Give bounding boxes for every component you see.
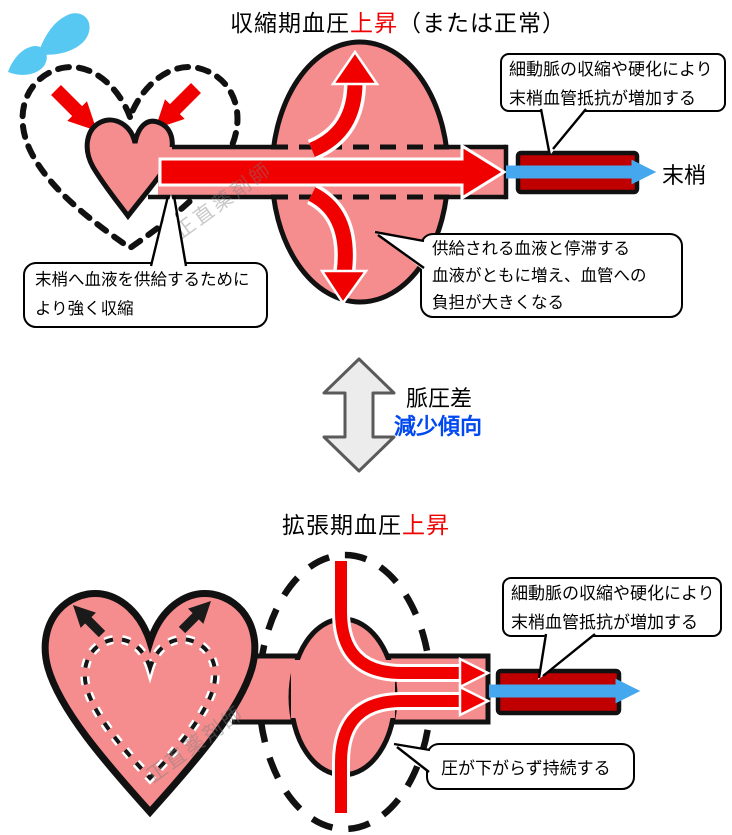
bubble-line: 末梢へ血液を供給するために — [35, 271, 250, 289]
inflow-arrow-top-icon — [332, 561, 491, 690]
upward-curve-arrow-icon — [307, 49, 380, 161]
bubble-line: 圧が下がらず持続する — [441, 759, 611, 778]
callout-line: 末梢血管抵抗が増加する — [511, 612, 698, 632]
pulse-pressure-label: 脈圧差 — [406, 386, 473, 411]
trend-label: 減少傾向 — [394, 414, 483, 439]
inner-dashed-heart-icon — [80, 634, 220, 785]
callout-line: 細動脈の収縮や硬化により — [509, 60, 713, 79]
bubble-line: 血液がともに増え、血管への — [432, 267, 647, 285]
title-suffix: （または正常） — [398, 10, 566, 36]
top-section-title: 収縮期血圧上昇（または正常） — [64, 4, 732, 38]
bottom-section-title: 拡張期血圧上昇 — [0, 506, 732, 540]
expand-arrow-left-icon — [73, 605, 106, 638]
bubble-line: 負担が大きくなる — [432, 294, 564, 312]
title-emphasis: 上昇 — [350, 10, 398, 36]
blood-flow-arrow-icon — [158, 143, 507, 201]
callout-line: 末梢血管抵抗が増加する — [509, 88, 696, 108]
dashed-heart-outline-icon — [19, 64, 241, 252]
downward-curve-arrow-icon — [306, 184, 369, 306]
expand-arrow-right-icon — [178, 601, 211, 634]
title-text: 収縮期血圧 — [230, 10, 350, 36]
supply-bubble: 供給される血液と停滞する 血液がともに増え、血管への 負担が大きくなる — [420, 233, 683, 318]
compress-arrow-right-icon — [155, 83, 201, 129]
pulse-double-arrow-icon — [322, 357, 396, 473]
bubble-line: より強く収縮 — [35, 300, 134, 318]
bubble-line: 供給される血液と停滞する — [432, 240, 630, 258]
peripheral-label: 末梢 — [662, 163, 707, 188]
contraction-bubble: 末梢へ血液を供給するために より強く収縮 — [23, 262, 268, 328]
title-text: 拡張期血圧 — [282, 512, 402, 538]
pressure-bubble: 圧が下がらず持続する — [426, 743, 635, 790]
resistance-callout-bottom: 細動脈の収縮や硬化により 末梢血管抵抗が増加する — [502, 577, 722, 637]
heart-icon-top — [84, 117, 175, 221]
compress-arrow-left-icon — [51, 85, 97, 131]
title-emphasis: 上昇 — [402, 512, 450, 538]
sweat-drops-icon — [8, 13, 90, 75]
callout-line: 細動脈の収縮や硬化により — [511, 584, 715, 603]
inflow-arrow-bottom-icon — [332, 684, 491, 813]
resistance-callout-top: 細動脈の収縮や硬化により 末梢血管抵抗が増加する — [500, 53, 726, 112]
